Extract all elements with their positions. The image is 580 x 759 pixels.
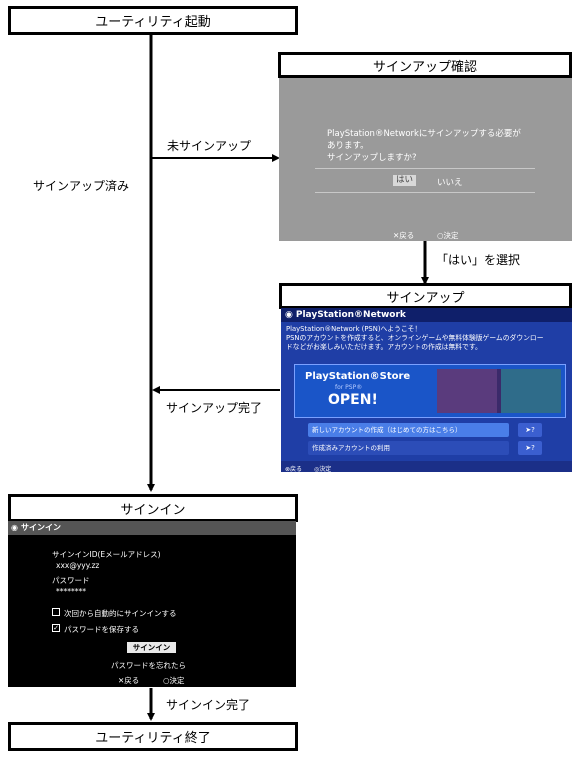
new-account-option[interactable]: 新しいアカウントの作成（はじめての方はこちら） <box>308 423 509 437</box>
help-label: ? <box>531 444 535 452</box>
help-button[interactable]: ➤? <box>518 423 542 437</box>
ok-hint: ○決定 <box>163 675 185 686</box>
edge-label-signed-up: サインアップ済み <box>33 179 130 193</box>
node-signin: サインイン <box>8 494 298 522</box>
password-label: パスワード <box>52 576 90 585</box>
node-signup: サインアップ <box>279 283 572 309</box>
signin-id-field[interactable]: xxx@yyy.zz <box>56 561 100 570</box>
store-platform: for PSP® <box>335 384 363 391</box>
cross-icon: ✕ <box>118 676 125 685</box>
arrow-icon: ➤ <box>525 426 532 434</box>
confirm-screen: PlayStation®Networkにサインアップする必要が あります。 サイ… <box>279 78 572 241</box>
circle-icon: ◎ <box>314 466 320 472</box>
confirm-message-line: あります。 <box>327 141 369 151</box>
psn-icon: ◉ <box>11 523 18 532</box>
confirm-message: PlayStation®Networkにサインアップする必要が あります。 サイ… <box>327 128 567 164</box>
signin-id-label: サインインID(Eメールアドレス) <box>52 550 161 559</box>
auto-signin-label: 次回から自動的にサインインする <box>64 609 177 618</box>
signup-intro: PlayStation®Network (PSN)へようこそ！ PSNのアカウン… <box>286 325 566 352</box>
node-start-label: ユーティリティ起動 <box>95 15 211 30</box>
back-hint: ⊗戻る <box>285 464 302 472</box>
back-hint: ✕戻る <box>118 675 139 686</box>
confirm-message-line: サインアップしますか? <box>327 153 417 163</box>
save-password-label: パスワードを保存する <box>64 625 139 634</box>
back-label: 戻る <box>399 231 415 240</box>
node-end-label: ユーティリティ終了 <box>95 731 211 746</box>
back-label: 戻る <box>124 676 140 685</box>
edge-label-signin-done: サインイン完了 <box>166 698 251 712</box>
store-open: OPEN! <box>328 392 378 408</box>
auto-signin-checkbox[interactable] <box>52 608 60 616</box>
divider <box>315 192 535 193</box>
check-icon: ✓ <box>53 624 59 632</box>
save-password-checkbox[interactable]: ✓ <box>52 624 60 632</box>
divider <box>315 168 535 169</box>
help-button[interactable]: ➤? <box>518 441 542 455</box>
psn-icon: ◉ <box>285 310 293 320</box>
signin-header-title: サインイン <box>20 523 61 532</box>
circle-icon: ○ <box>163 676 170 685</box>
ok-label: 決定 <box>319 466 332 472</box>
intro-line: ドなどがお楽しみいただけます。アカウントの作成は無料です。 <box>286 343 482 351</box>
signup-header-title: PlayStation®Network <box>295 310 406 320</box>
cross-icon: ⊗ <box>285 466 291 472</box>
intro-line: PlayStation®Network (PSN)へようこそ！ <box>286 325 422 333</box>
ok-hint: ○決定 <box>437 230 459 241</box>
yes-button[interactable]: はい <box>393 175 417 186</box>
edge-label-signup-done: サインアップ完了 <box>166 401 263 415</box>
edge-label-select-yes: 「はい」を選択 <box>436 253 521 267</box>
cross-icon: ✕ <box>393 231 400 240</box>
existing-account-option[interactable]: 作成済みアカウントの利用 <box>308 441 509 455</box>
arrow-icon: ➤ <box>525 444 532 452</box>
signin-button[interactable]: サインイン <box>127 642 176 653</box>
node-signup-label: サインアップ <box>386 290 465 306</box>
ok-label: 決定 <box>443 231 459 240</box>
confirm-message-line: PlayStation®Networkにサインアップする必要が <box>327 129 521 139</box>
store-screenshots <box>437 369 561 413</box>
signup-header: ◉PlayStation®Network <box>281 308 572 322</box>
node-confirm-label: サインアップ確認 <box>372 59 477 75</box>
store-name: PlayStation®Store <box>305 371 411 382</box>
footer-bar <box>281 461 572 472</box>
edge-label-not-signed-up: 未サインアップ <box>167 139 252 153</box>
ok-hint: ◎決定 <box>314 464 331 472</box>
node-confirm: サインアップ確認 <box>278 52 572 78</box>
back-label: 戻る <box>290 466 303 472</box>
help-label: ? <box>531 426 535 434</box>
no-button[interactable]: いいえ <box>437 178 463 188</box>
signup-screen: ◉PlayStation®Network PlayStation®Network… <box>281 308 572 472</box>
node-signin-label: サインイン <box>120 502 186 518</box>
screenshot-image <box>437 369 497 413</box>
forgot-password-link[interactable]: パスワードを忘れたら <box>111 661 186 670</box>
ok-label: 決定 <box>169 676 185 685</box>
node-end: ユーティリティ終了 <box>8 722 298 751</box>
password-field[interactable]: ******** <box>56 587 86 596</box>
store-banner[interactable]: PlayStation®Store for PSP® OPEN! <box>294 364 566 418</box>
circle-icon: ○ <box>437 231 444 240</box>
intro-line: PSNのアカウントを作成すると、オンラインゲームや無料体験版ゲームのダウンロー <box>286 334 544 342</box>
back-hint: ✕戻る <box>393 230 414 241</box>
signin-screen: ◉サインイン サインインID(Eメールアドレス) xxx@yyy.zz パスワー… <box>8 521 296 687</box>
node-start: ユーティリティ起動 <box>8 6 298 35</box>
signin-header: ◉サインイン <box>8 521 296 535</box>
screenshot-image <box>501 369 561 413</box>
